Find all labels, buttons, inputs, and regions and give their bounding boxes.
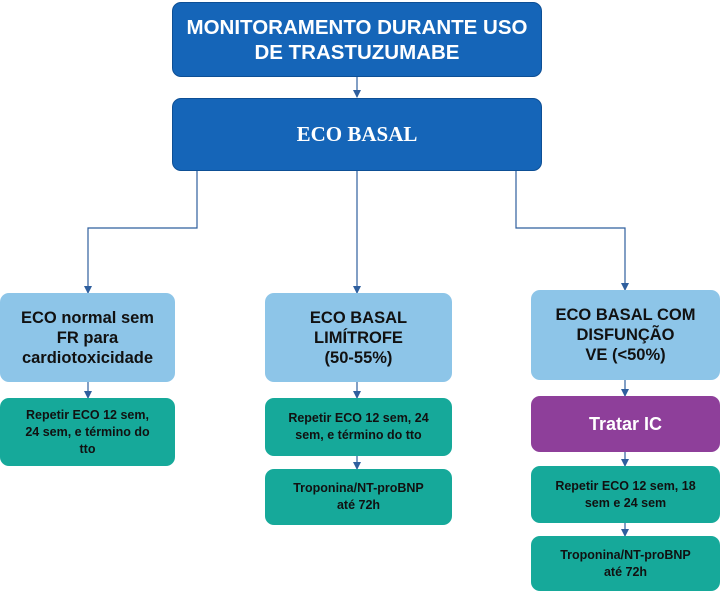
middle-step-troponin: Troponina/NT-proBNP até 72h <box>265 469 452 525</box>
right-step-repeat-echo: Repetir ECO 12 sem, 18 sem e 24 sem <box>531 466 720 523</box>
eco-basal-node: ECO BASAL <box>172 98 542 171</box>
diagram-title: MONITORAMENTO DURANTE USO DE TRASTUZUMAB… <box>172 2 542 77</box>
middle-step-repeat-echo: Repetir ECO 12 sem, 24 sem, e término do… <box>265 398 452 456</box>
left-step-repeat-echo: Repetir ECO 12 sem, 24 sem, e término do… <box>0 398 175 466</box>
left-branch-header: ECO normal sem FR para cardiotoxicidade <box>0 293 175 382</box>
right-step-troponin: Troponina/NT-proBNP até 72h <box>531 536 720 591</box>
middle-branch-header: ECO BASAL LIMÍTROFE (50-55%) <box>265 293 452 382</box>
arrow-basal-to-right <box>515 171 629 291</box>
arrow-basal-to-left <box>84 171 198 294</box>
right-action-treat-hf: Tratar IC <box>531 396 720 452</box>
right-branch-header: ECO BASAL COM DISFUNÇÃO VE (<50%) <box>531 290 720 380</box>
